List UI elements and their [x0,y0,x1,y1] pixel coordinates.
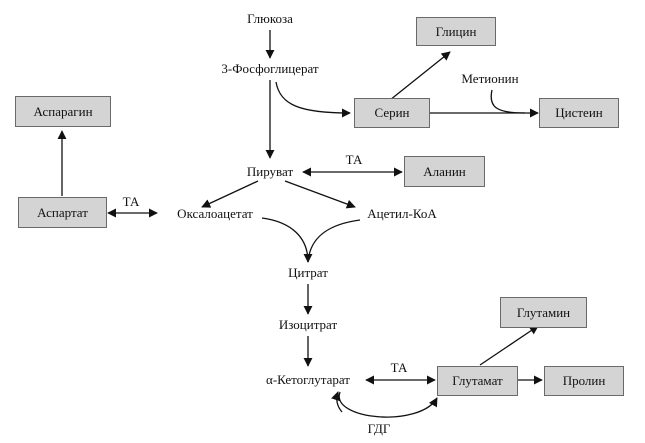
methionine-label: Метионин [461,71,519,86]
aspartate-box: Аспартат [18,197,107,228]
arrow-serine-glycine [389,51,451,101]
ta-glutamate-label: ТА [390,360,408,375]
arrow-acetylcoa-citrate [307,219,361,263]
arrow-pyruvate-oxaloacetate [201,180,259,208]
ta-pyruvate-label: ТА [345,152,363,167]
alanine-box: Аланин [404,156,485,187]
alpha-ketoglutarate-label: α-Кетоглутарат [266,372,350,387]
acetyl-coa-label: Ацетил-КоА [367,206,437,221]
arrow-phosphoglycerate-serine [275,81,351,118]
ta-aspartate-label: ТА [122,194,140,209]
arrow-gdg-to-glutamate [338,391,438,418]
serine-box: Серин [354,98,430,128]
arrow-methionine-merge [490,89,526,114]
isocitrate-label: Изоцитрат [278,317,338,332]
glycine-box: Глицин [416,17,496,46]
oxaloacetate-label: Оксалоацетат [177,206,253,221]
cysteine-box: Цистеин [539,98,619,128]
arrow-pyruvate-acetylcoa [284,180,356,209]
glucose-label: Глюкоза [247,11,293,26]
pyruvate-label: Пируват [246,164,294,179]
arrow-oxaloacetate-citrate [261,217,313,263]
citrate-label: Цитрат [288,265,328,280]
glutamine-box: Глутамин [500,297,587,328]
phosphoglycerate-label: 3-Фосфоглицерат [221,61,319,76]
proline-box: Пролин [544,366,624,396]
glutamate-box: Глутамат [437,366,518,396]
gdg-label: ГДГ [367,421,391,436]
asparagine-box: Аспарагин [15,96,111,127]
arrow-gdg-to-akg [331,391,343,413]
arrow-glutamate-glutamine [479,325,539,366]
